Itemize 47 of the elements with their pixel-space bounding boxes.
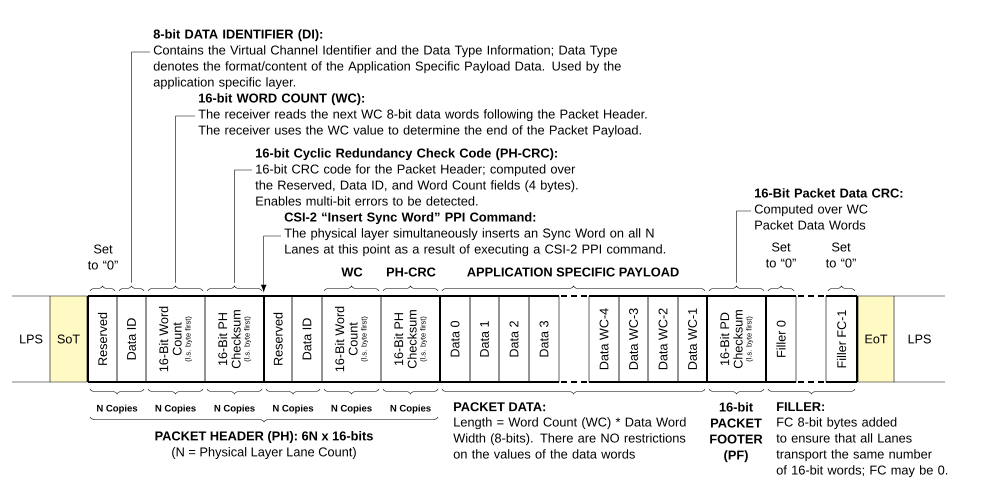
section-heading: FILLER: — [777, 402, 824, 411]
field-cell: Filler FC-1 — [826, 296, 858, 382]
copies-label: N Copies — [97, 404, 138, 414]
field-cell: Reserved — [264, 296, 292, 382]
field-cell: Filler 0 — [766, 296, 796, 382]
section-label: PH-CRC — [386, 267, 436, 277]
section-heading: 16-bit PACKET FOOTER (PF) — [710, 402, 762, 462]
annotation-text: 16-Bit Packet Data CRC: Computed over WC Packet Data Words — [754, 188, 902, 230]
section-label: WC — [341, 267, 362, 277]
copies-label: N Copies — [273, 404, 314, 414]
highlighted-cell: EoT — [858, 296, 894, 382]
field-cell: Data 3 — [528, 296, 560, 382]
copies-label: N Copies — [156, 404, 196, 414]
value-note: Set to “0” — [766, 242, 796, 268]
note-text: (N = Physical Layer Lane Count) — [172, 447, 356, 459]
state-label: LPS — [908, 334, 931, 344]
field-cell: Data ID — [292, 296, 322, 382]
field-cell: Data WC-3 — [618, 296, 648, 382]
value-note: Set to “0” — [826, 242, 856, 268]
field-cell: Data 1 — [470, 296, 500, 382]
leader-arrow — [260, 236, 282, 292]
annotation-text: 16-bit Cyclic Redundancy Check Code (PH-CRC): 16-bit CRC code for the Packet Header; computed over the Reserved, Data ID, and Word Count fields (4 bytes). Enables multi-bit errors to be detected. — [255, 148, 578, 206]
field-cell: Data 0 — [440, 296, 470, 382]
annotation-text: CSI-2 “Insert Sync Word” PPI Command: The physical layer simultaneously inserts an Sync Word on all N Lanes at this point as a result of executing a CSI-2 PPI command. — [284, 212, 666, 256]
highlighted-cell: SoT — [50, 296, 88, 382]
copies-label: N Copies — [332, 404, 372, 414]
field-cell: Data ID — [116, 296, 146, 382]
annotation-text: 16-bit WORD COUNT (WC): The receiver reads the next WC 8-bit data words following the Packet Header. The receiver uses the WC value to determine the end of the Packet Payload. — [198, 93, 647, 138]
section-heading: PACKET DATA: — [454, 402, 546, 412]
copies-label: N Copies — [390, 404, 431, 414]
section-heading: PACKET HEADER (PH): 6N x 16-bits — [155, 431, 373, 443]
leader-line — [736, 210, 752, 283]
field-cell: Data WC-4 — [588, 296, 620, 382]
section-label: APPLICATION SPECIFIC PAYLOAD — [467, 267, 679, 277]
leader-line — [131, 52, 150, 283]
annotation-text: 8-bit DATA IDENTIFIER (DI): Contains the Virtual Channel Identifier and the Data Type Information; Data Type denotes the format/content of the Application Specific Payload Data. Used by the application specific layer. — [154, 29, 621, 90]
copies-label: N Copies — [214, 404, 255, 414]
leader-line — [234, 170, 252, 283]
state-label: LPS — [20, 334, 42, 344]
field-cell: Data WC-1 — [678, 296, 708, 382]
leader-line — [175, 116, 196, 283]
field-cell: Data WC-2 — [648, 296, 678, 382]
field-cell: Reserved — [88, 296, 118, 382]
field-cell: Data 2 — [498, 296, 530, 382]
description-text: FC 8-bit bytes added to ensure that all Lanes transport the same number of 16-bit words; FC may be 0. — [776, 417, 948, 478]
description-text: Length = Word Count (WC) * Data Word Width (8-bits). There are NO restrictions on the values of the data words — [453, 417, 686, 459]
value-note: Set to “0” — [88, 244, 118, 270]
